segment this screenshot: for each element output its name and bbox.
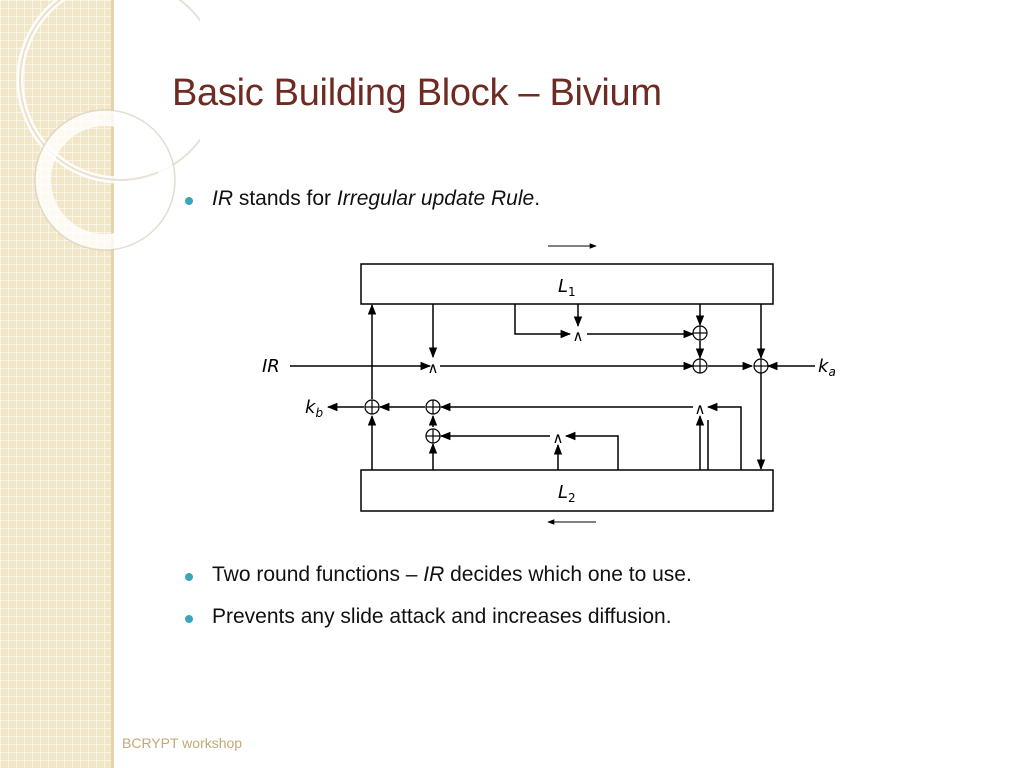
register-l2-label: L2 <box>558 482 576 505</box>
bullet-dot <box>185 197 193 205</box>
input-ka-label: ka <box>818 356 836 379</box>
xor-gate-upper <box>692 325 708 341</box>
slide-title: Basic Building Block – Bivium <box>172 72 662 114</box>
sidebar-pattern <box>0 0 113 768</box>
bullet-dot <box>185 573 193 581</box>
and-gate-top: ∧ <box>573 327 584 345</box>
xor-gate-mid <box>425 399 441 415</box>
sidebar-edge <box>111 0 114 768</box>
output-kb-label: kb <box>305 397 323 420</box>
bullet-text: IR stands for Irregular update Rule. <box>212 187 541 210</box>
xor-gate-ir <box>692 358 708 374</box>
bullet-dot <box>185 615 193 623</box>
xor-gate-kb <box>364 399 380 415</box>
xor-gate-right <box>753 358 769 374</box>
register-l2 <box>360 469 774 512</box>
and-gate-low: ∧ <box>553 429 564 447</box>
input-ir-label: IR <box>262 356 280 377</box>
register-l1 <box>360 263 774 305</box>
bivium-diagram: ∧ ∧ ∧ ∧ L1 L2 IR ka kb <box>262 243 836 525</box>
bullet-text: Prevents any slide attack and increases … <box>212 605 672 628</box>
footer-text: BCRYPT workshop <box>122 735 243 751</box>
register-l1-label: L1 <box>558 276 576 299</box>
and-gate-right: ∧ <box>695 400 706 418</box>
and-gate-ir: ∧ <box>428 359 439 377</box>
xor-gate-low <box>425 428 441 444</box>
bullet-text: Two round functions – IR decides which o… <box>212 563 692 586</box>
